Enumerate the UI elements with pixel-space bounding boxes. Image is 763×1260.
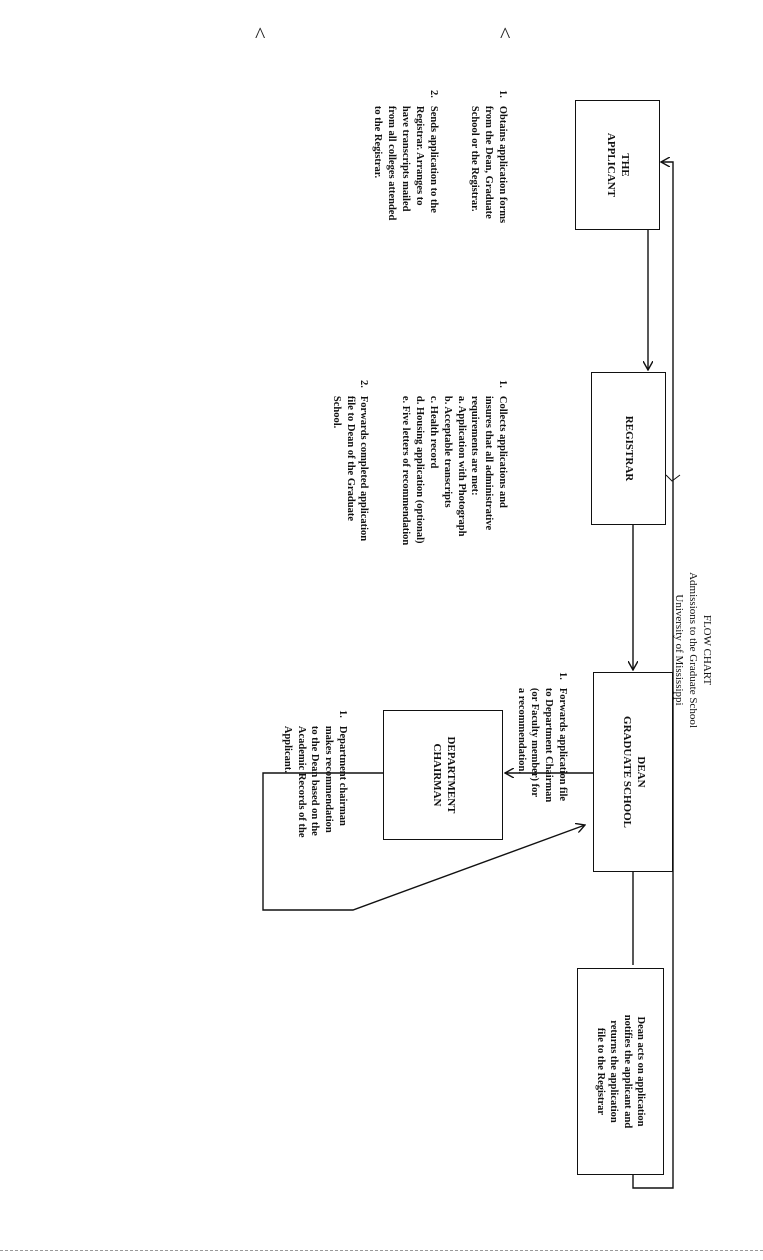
note-text: Department chairman makes recommendation… — [281, 725, 349, 838]
note-text: Sends application to the Registrar. Arra… — [372, 105, 439, 221]
node-dean-label: DEAN GRADUATE SCHOOL — [621, 716, 647, 828]
node-dean: DEAN GRADUATE SCHOOL — [593, 672, 673, 872]
arrow-department-dean — [262, 772, 585, 911]
note-text: Obtains application forms from the Dean,… — [469, 105, 509, 224]
note-number: 1. — [337, 710, 349, 718]
note-item: 1. Forwards application file to Departme… — [514, 672, 569, 912]
return-tick — [665, 474, 681, 482]
notes-registrar: 1. Collects applications and insures tha… — [315, 380, 523, 640]
scan-mark: ^ — [500, 22, 511, 47]
return-line — [632, 162, 674, 1189]
node-applicant: THE APPLICANT — [575, 100, 660, 230]
scan-edge — [0, 1250, 763, 1252]
note-text: Forwards application file to Department … — [515, 687, 569, 803]
note-number: 1. — [497, 380, 509, 388]
node-department-label: DEPARTMENT CHAIRMAN — [431, 736, 457, 814]
chart-title: FLOW CHART Admissions to the Graduate Sc… — [672, 520, 714, 780]
note-item: 1. Department chairman makes recommendat… — [280, 710, 349, 910]
note-item: 2. Sends application to the Registrar. A… — [370, 90, 439, 340]
note-number: 2. — [427, 90, 439, 98]
title-line-1: FLOW CHART — [701, 614, 713, 686]
node-registrar: REGISTRAR — [591, 372, 666, 525]
notes-dean: 1. Forwards application file to Departme… — [500, 672, 583, 912]
note-number: 1. — [497, 90, 509, 98]
node-applicant-label: THE APPLICANT — [605, 132, 632, 198]
node-department-chairman: DEPARTMENT CHAIRMAN — [383, 710, 503, 840]
note-item: 1. Collects applications and insures tha… — [398, 380, 509, 640]
note-item: 1. Obtains application forms from the De… — [468, 90, 510, 340]
node-dean-final: Dean acts on application notifies the ap… — [577, 968, 664, 1175]
node-final-label: Dean acts on application notifies the ap… — [595, 1014, 646, 1129]
notes-department: 1. Department chairman makes recommendat… — [266, 710, 363, 910]
note-item: 2. Forwards completed application file t… — [329, 380, 371, 640]
notes-applicant: 1. Obtains application forms from the De… — [357, 90, 523, 340]
note-text: Collects applications and insures that a… — [400, 395, 509, 546]
title-line-2: Admissions to the Graduate School — [687, 572, 700, 728]
node-registrar-label: REGISTRAR — [623, 415, 636, 482]
scan-mark: ^ — [255, 22, 266, 47]
note-number: 2. — [358, 380, 370, 388]
note-text: Forwards completed application file to D… — [330, 395, 370, 542]
note-number: 1. — [557, 672, 569, 680]
title-line-3: University of Mississippi — [673, 594, 686, 706]
